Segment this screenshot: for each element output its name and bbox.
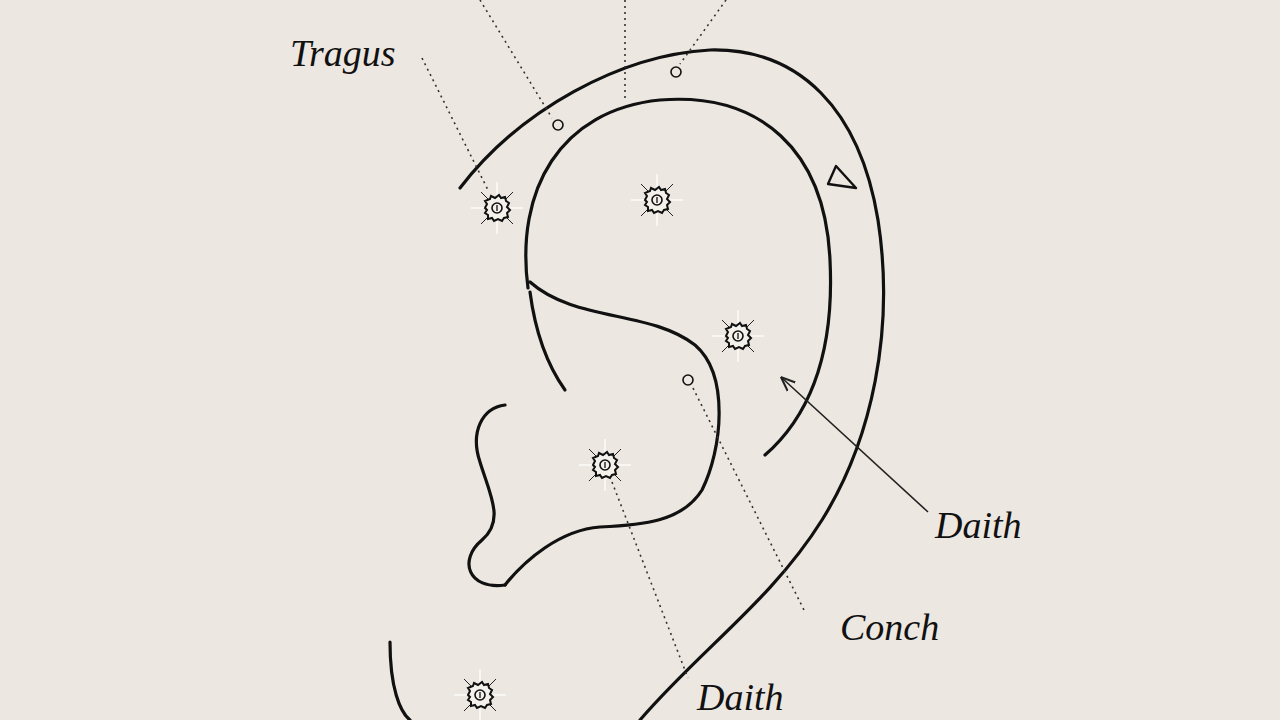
- leader-line: [422, 0, 805, 678]
- part-label: Daith: [935, 506, 1022, 544]
- ring-piercing: [553, 67, 693, 385]
- part-label: Conch: [840, 608, 939, 646]
- pointer-arrow: [782, 378, 928, 512]
- part-label: Tragus: [290, 34, 396, 72]
- ear-outline: [390, 50, 884, 720]
- part-label: Daith: [697, 678, 784, 716]
- stud-piercing: [454, 174, 764, 720]
